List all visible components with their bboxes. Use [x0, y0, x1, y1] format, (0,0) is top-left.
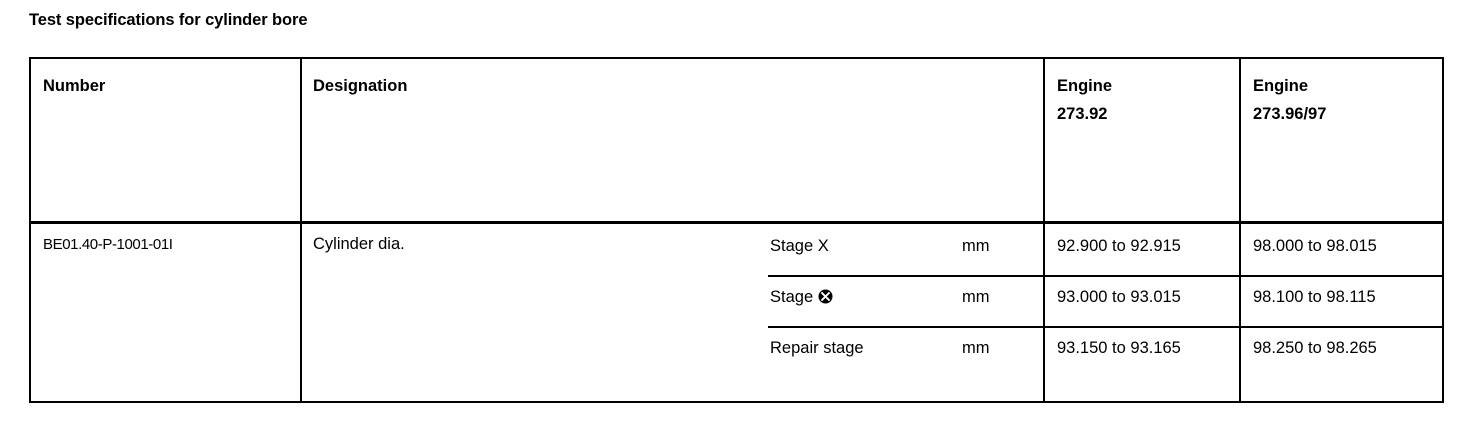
column-divider-number-designation [300, 57, 302, 403]
table-row: Stage mm 93.000 to 93.015 98.100 to 98.1… [768, 275, 1444, 326]
cell-designation: Cylinder dia. [313, 235, 405, 253]
circled-x-icon [818, 289, 833, 304]
column-header-engine1-line2: 273.92 [1057, 104, 1108, 123]
cell-specification-number: BE01.40-P-1001-01I [43, 236, 173, 253]
page-title: Test specifications for cylinder bore [29, 11, 308, 29]
header-body-divider [29, 221, 1444, 224]
value-engine-273-96-97: 98.250 to 98.265 [1253, 339, 1377, 357]
value-engine-273-96-97: 98.100 to 98.115 [1253, 288, 1376, 306]
column-divider-designation-engine1 [1043, 57, 1045, 403]
test-specifications-table: Number Designation Engine 273.92 Engine … [29, 57, 1444, 403]
column-header-designation: Designation [313, 77, 408, 95]
unit-label: mm [962, 288, 990, 306]
column-header-engine-273-96-97: Engine 273.96/97 [1253, 78, 1326, 122]
value-engine-273-92: 92.900 to 92.915 [1057, 237, 1181, 255]
column-header-engine2-line1: Engine [1253, 77, 1309, 95]
stage-label: Stage X [770, 237, 829, 255]
column-header-engine-273-92: Engine 273.92 [1057, 78, 1112, 122]
stage-subrows: Stage X mm 92.900 to 92.915 98.000 to 98… [768, 224, 1444, 377]
table-row: Repair stage mm 93.150 to 93.165 98.250 … [768, 326, 1444, 377]
value-engine-273-96-97: 98.000 to 98.015 [1253, 237, 1377, 255]
unit-label: mm [962, 237, 990, 255]
table-row: Stage X mm 92.900 to 92.915 98.000 to 98… [768, 224, 1444, 275]
column-divider-engine1-engine2 [1239, 57, 1241, 403]
value-engine-273-92: 93.000 to 93.015 [1057, 288, 1181, 306]
stage-label: Stage [770, 288, 833, 307]
stage-label-text: Stage [770, 288, 814, 306]
column-header-engine2-line2: 273.96/97 [1253, 104, 1327, 123]
column-header-engine1-line1: Engine [1057, 77, 1113, 95]
value-engine-273-92: 93.150 to 93.165 [1057, 339, 1181, 357]
unit-label: mm [962, 339, 990, 357]
column-header-number: Number [43, 77, 106, 95]
stage-label: Repair stage [770, 339, 864, 357]
